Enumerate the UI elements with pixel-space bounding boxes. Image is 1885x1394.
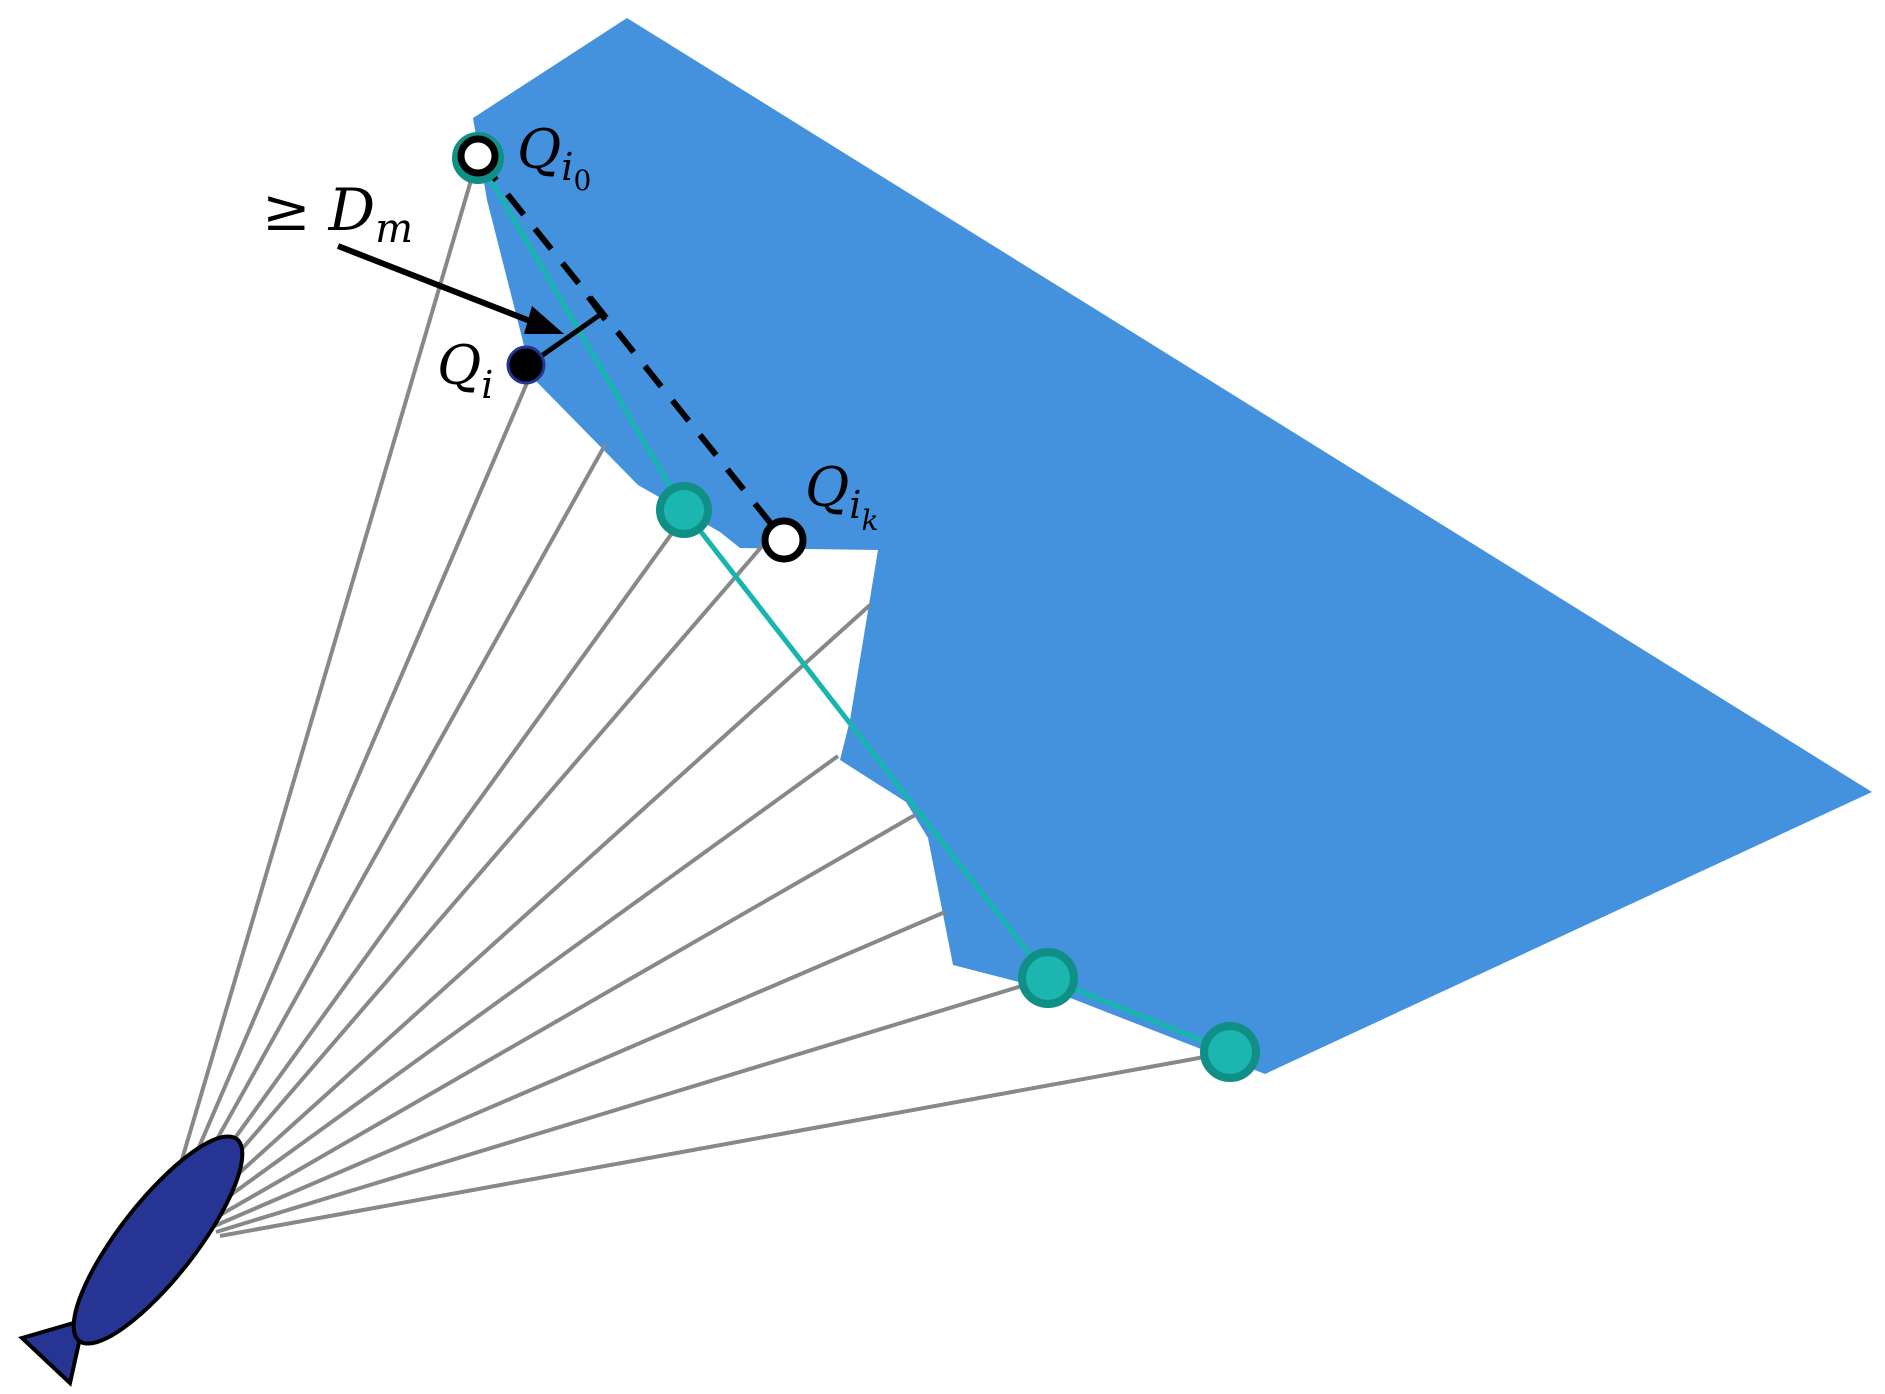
obstacle-region	[473, 18, 1872, 1074]
path-node	[1018, 948, 1078, 1008]
ray	[190, 528, 778, 1209]
distance-arrow	[336, 243, 550, 331]
planned-path	[475, 156, 1231, 1055]
ray	[176, 382, 529, 1197]
vehicle-body	[71, 1134, 245, 1346]
ray	[171, 159, 479, 1191]
ray	[181, 444, 607, 1201]
ray	[195, 603, 872, 1213]
ray	[201, 754, 840, 1217]
path-node	[656, 482, 712, 538]
vehicle-icon	[18, 1134, 245, 1387]
ray	[219, 1050, 1233, 1238]
label-q-ik: Qik	[805, 456, 878, 537]
ray	[207, 813, 916, 1224]
sensor-rays	[171, 159, 1233, 1238]
dashed-segment	[477, 158, 787, 542]
arrow-head	[524, 306, 564, 334]
point-q-i0	[457, 135, 499, 177]
vehicle-fin	[18, 1317, 87, 1387]
ray	[215, 976, 1049, 1234]
ray	[186, 516, 685, 1205]
path-node	[1200, 1022, 1260, 1082]
point-q-ik	[761, 517, 807, 563]
distance-marker-tick	[585, 295, 608, 322]
label-q-i0: Qi0	[517, 118, 591, 197]
label-q-i: Qi	[437, 334, 493, 407]
ray	[211, 910, 946, 1229]
label-min-distance: ≥Dm	[262, 176, 413, 252]
point-q-i	[506, 345, 546, 385]
